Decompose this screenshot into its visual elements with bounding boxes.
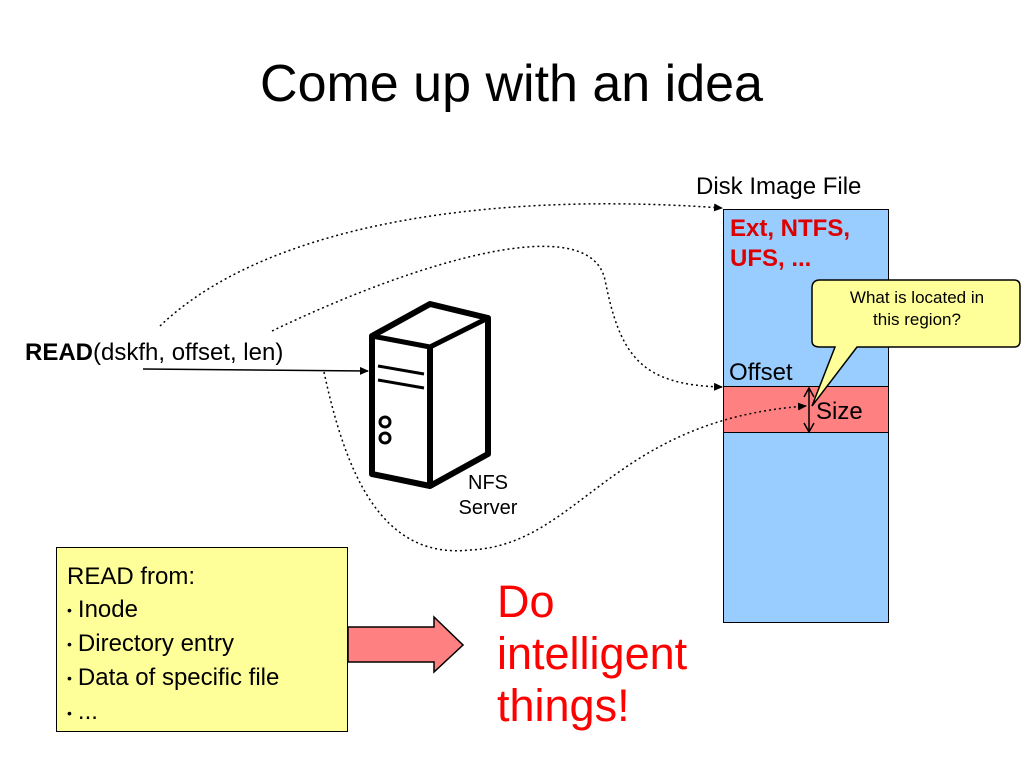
callout-text-line1: What is located in (849, 288, 985, 307)
list-item: ... (67, 695, 347, 729)
read-call: READ(dskfh, offset, len) (25, 338, 283, 368)
size-double-arrow (803, 386, 815, 434)
dotted-link-to-size (323, 371, 807, 552)
callout-text: What is located in this region? (812, 287, 1022, 331)
conclusion-line2: intelligent (497, 628, 688, 679)
list-item: Directory entry (67, 627, 347, 661)
dotted-link-to-offset (271, 245, 723, 391)
read-from-heading: READ from: (67, 563, 196, 590)
offset-label: Offset (729, 359, 793, 386)
nfs-server-label-line1: NFS (468, 472, 508, 494)
conclusion-arrow (347, 615, 465, 674)
size-label: Size (816, 398, 863, 425)
server-tower-icon (369, 301, 491, 489)
list-item: Data of specific file (67, 661, 347, 695)
callout-text-line2: this region? (873, 310, 961, 329)
disk-image-label: Disk Image File (696, 173, 862, 200)
filesystem-types-line2: UFS, ... (730, 245, 812, 272)
conclusion-line1: Do (497, 576, 555, 627)
callout-bubble (811, 279, 1021, 407)
slide-title: Come up with an idea (260, 55, 763, 113)
nfs-server-label: NFS Server (448, 471, 528, 521)
conclusion-text: Do intelligent things! (497, 576, 737, 732)
read-from-box: READ from: Inode Directory entry Data of… (56, 547, 348, 732)
nfs-server-label-line2: Server (458, 497, 518, 519)
list-item: Inode (67, 593, 347, 627)
read-arguments: (dskfh, offset, len) (93, 339, 284, 366)
conclusion-line3: things! (497, 680, 630, 731)
filesystem-types-line1: Ext, NTFS, (730, 215, 851, 242)
read-from-list: Inode Directory entry Data of specific f… (67, 593, 347, 730)
read-to-server-arrow (142, 366, 369, 375)
read-keyword: READ (25, 339, 94, 366)
filesystem-types: Ext, NTFS, UFS, ... (730, 214, 890, 274)
dotted-link-to-disk-image (159, 203, 723, 327)
